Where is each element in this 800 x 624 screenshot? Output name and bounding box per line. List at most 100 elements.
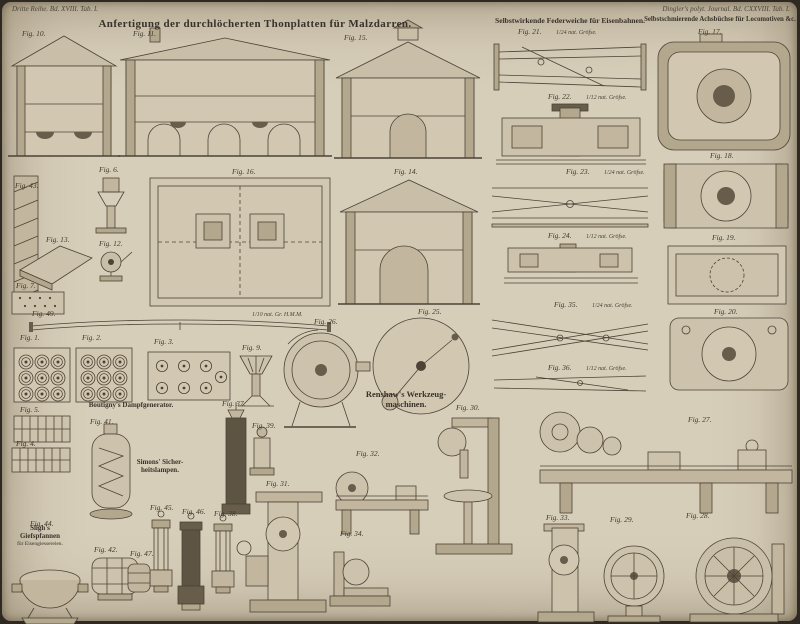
subsection-title-boutigny: Boutigny's Dampfgenerator.: [76, 401, 186, 409]
plate-series-note: Dritte Reihe. Bd. XVIII. Tab. I.: [12, 5, 99, 13]
figure-label: Fig. 44.: [30, 519, 54, 528]
figure-label: Fig. 32.: [356, 449, 380, 458]
fig-1-drawing: [13, 347, 71, 403]
figure-label: Fig. 27.: [688, 415, 712, 424]
fig-34-drawing: [329, 551, 391, 607]
figure-label: Fig. 37.: [222, 399, 246, 408]
figure-label: Fig. 6.: [99, 165, 119, 174]
fig-45-drawing: [149, 510, 173, 593]
fig-4-drawing: [11, 447, 71, 473]
subsection-line: für Eisengiessereien.: [17, 540, 63, 547]
fig-47-drawing: [127, 563, 151, 593]
scale-note: 1/12 nat. Gröfse.: [586, 234, 627, 240]
fig-37-drawing: [221, 402, 251, 515]
fig-35-drawing: [491, 319, 649, 357]
figure-label: Fig. 43.: [15, 181, 39, 190]
subsection-line: Renshaw's Werkzeug-: [365, 389, 447, 399]
subsection-line: Boutigny's Dampfgenerator.: [88, 401, 174, 409]
fig-44-drawing: [11, 569, 89, 624]
fig-43-drawing: [13, 175, 39, 307]
fig-41-drawing: [89, 423, 133, 520]
scale-note: 1/10 nat. Gr. H.M.M.: [252, 312, 303, 318]
figure-label: Fig. 38.: [214, 509, 238, 518]
fig-32-drawing: [335, 471, 429, 535]
figure-label: Fig. 12.: [99, 239, 123, 248]
figure-label: Fig. 3.: [154, 337, 174, 346]
figure-label: Fig. 13.: [46, 235, 70, 244]
figure-label: Fig. 17.: [698, 27, 722, 36]
fig-31-drawing: [236, 491, 327, 613]
scale-note: 1/24 nat. Gröfse.: [592, 303, 633, 309]
figure-label: Fig. 7.: [16, 281, 36, 290]
figure-label: Fig. 25.: [418, 307, 442, 316]
scale-note: 1/12 nat. Gröfse.: [586, 95, 627, 101]
figure-label: Fig. 45.: [150, 503, 174, 512]
subsection-title-sligh: Sligh's Giefspfannen für Eisengiessereie…: [2, 524, 78, 547]
figure-label: Fig. 14.: [394, 167, 418, 176]
fig-26-drawing: [283, 329, 371, 428]
scale-note: 1/24 nat. Gröfse.: [556, 30, 597, 36]
fig-28-drawing: [689, 537, 785, 623]
fig-30-drawing: [435, 417, 513, 555]
figure-label: Fig. 2.: [82, 333, 102, 342]
fig-25-drawing: [372, 317, 470, 415]
journal-title-note: Dingler's polyt. Journal. Bd. CXXVIII. T…: [662, 5, 790, 13]
fig-21-drawing: [493, 43, 647, 91]
figure-label: Fig. 21.: [518, 27, 542, 36]
fig-42-drawing: [91, 557, 139, 601]
figure-label: Fig. 28.: [686, 511, 710, 520]
fig-46-drawing: [177, 512, 205, 611]
fig-29-drawing: [603, 545, 665, 623]
figure-label: Fig. 15.: [344, 33, 368, 42]
fig-5-drawing: [13, 415, 71, 443]
section-title-federweiche: Selbstwirkende Federweiche für Eisenbahn…: [494, 16, 646, 25]
figure-label: Fig. 19.: [712, 233, 736, 242]
figure-label: Fig. 31.: [266, 479, 290, 488]
figure-label: Fig. 9.: [242, 343, 262, 352]
subsection-line: maschinen.: [385, 399, 427, 410]
fig-13-drawing: [19, 245, 93, 291]
fig-24-drawing: [504, 243, 638, 284]
fig-11-drawing: [118, 27, 332, 157]
figure-label: Fig. 47.: [130, 549, 154, 558]
fig-7-drawing: [11, 291, 65, 315]
figure-label: Fig. 4.: [16, 439, 36, 448]
subsection-title-simons: Simons' Sicher- heitslampen.: [118, 458, 202, 475]
section-title-malzdarren: Anfertigung der durchlöcherten Thonplatt…: [98, 18, 412, 30]
figure-label: Fig. 34.: [340, 529, 364, 538]
fig-17-drawing: [657, 33, 791, 151]
fig-3-drawing: [147, 351, 231, 401]
figure-label: Fig. 23.: [566, 167, 590, 176]
fig-16-drawing: [149, 177, 331, 307]
fig-49-drawing: [29, 319, 331, 332]
figure-label: Fig. 22.: [548, 92, 572, 101]
figure-label: Fig. 35.: [554, 300, 578, 309]
fig-2-drawing: [75, 347, 133, 403]
figure-label: Fig. 30.: [456, 403, 480, 412]
figure-label: Fig. 20.: [714, 307, 738, 316]
fig-15-drawing: [334, 19, 482, 159]
fig-39-drawing: [249, 426, 275, 476]
fig-9-drawing: [238, 355, 274, 407]
figure-label: Fig. 33.: [546, 513, 570, 522]
figure-label: Fig. 5.: [20, 405, 40, 414]
scale-note: 1/12 nat. Gröfse.: [586, 366, 627, 372]
fig-23-drawing: [491, 187, 649, 228]
figure-label: Fig. 49.: [32, 309, 56, 318]
fig-12-drawing: [99, 251, 133, 282]
figure-label: Fig. 39.: [252, 421, 276, 430]
scale-note: 1/24 nat. Gröfse.: [604, 170, 645, 176]
fig-33-drawing: [537, 523, 595, 623]
subsection-line: heitslampen.: [141, 466, 179, 475]
fig-18-drawing: [663, 163, 789, 229]
section-title-achsbuechse: Selbstschmierende Achsbüchse für Locomot…: [644, 16, 796, 23]
figure-label: Fig. 11.: [133, 29, 156, 38]
fig-10-drawing: [8, 35, 120, 157]
figure-label: Fig. 16.: [232, 167, 256, 176]
figure-label: Fig. 26.: [314, 317, 338, 326]
figure-label: Fig. 42.: [94, 545, 118, 554]
figure-label: Fig. 18.: [710, 151, 734, 160]
subsection-line: Sligh's: [30, 524, 50, 532]
